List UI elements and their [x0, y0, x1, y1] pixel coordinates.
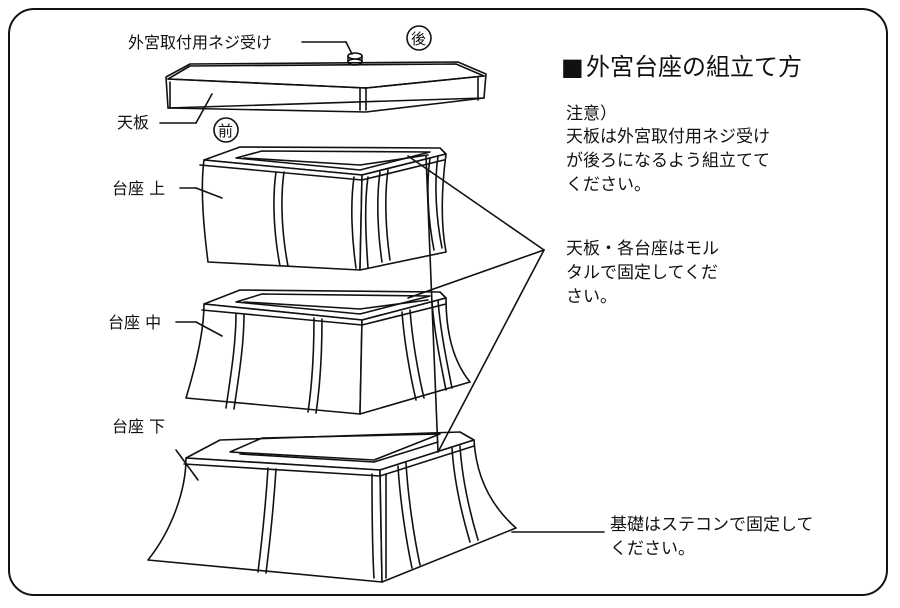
base-upper-part: [199, 146, 447, 271]
base-middle-part: [185, 289, 471, 415]
title-mark: ■: [561, 53, 584, 81]
caution-heading: 注意）: [566, 104, 617, 124]
label-back: 後: [411, 30, 426, 48]
rounded-border-frame: [8, 8, 888, 596]
label-screw-receiver: 外宮取付用ネジ受け: [128, 33, 272, 52]
caution-line-1: 天板は外宮取付用ネジ受け: [566, 127, 770, 147]
mortar-note-line-1: 天板・各台座はモル: [566, 239, 719, 259]
leader-lines: [159, 41, 605, 533]
top-board-part: [165, 52, 487, 113]
mortar-note-line-3: さい。: [566, 287, 617, 307]
circle-marks: [213, 25, 432, 143]
base-lower-part: [147, 431, 517, 583]
caution-line-3: ください。: [566, 175, 651, 195]
foundation-note-line-1: 基礎はステコンで固定して: [610, 515, 814, 535]
label-front: 前: [218, 122, 233, 140]
caution-line-2: が後ろになるよう組立てて: [566, 151, 770, 171]
label-top-board: 天板: [117, 113, 149, 132]
label-base-lower: 台座 下: [112, 417, 165, 436]
mortar-note-line-2: タルで固定してくだ: [566, 263, 718, 283]
foundation-note-line-2: ください。: [610, 539, 695, 559]
page-title: 外宮台座の組立て方: [586, 53, 802, 81]
label-base-middle: 台座 中: [108, 313, 161, 332]
label-base-upper: 台座 上: [112, 179, 165, 198]
